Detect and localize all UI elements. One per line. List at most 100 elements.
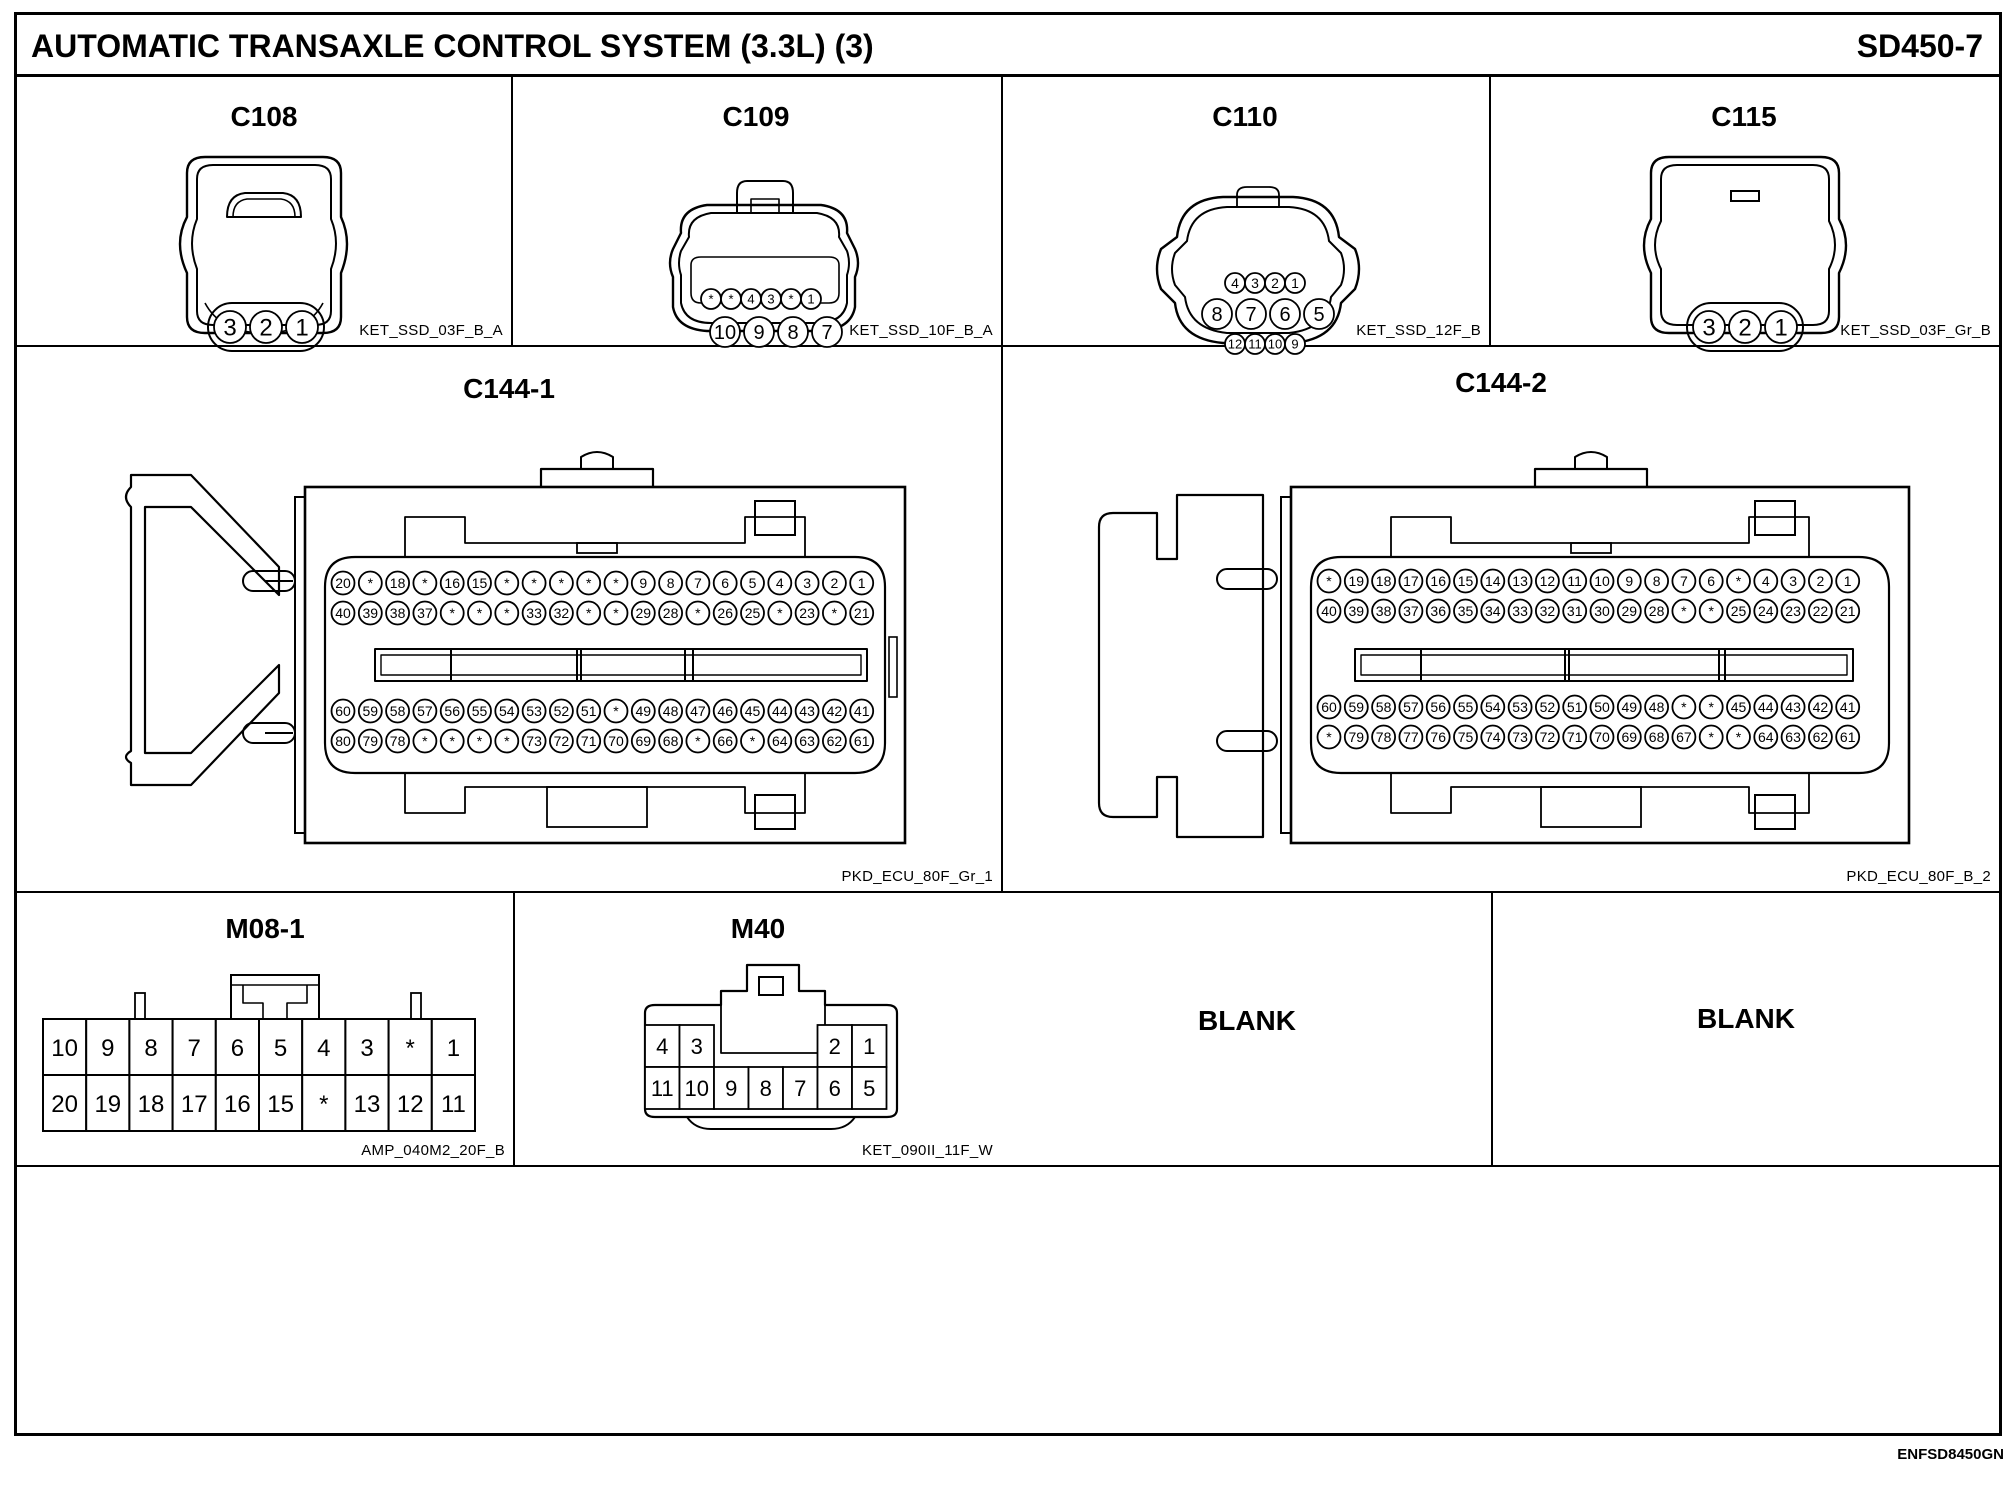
pin-label: 28 xyxy=(1649,603,1665,619)
housing-outline xyxy=(124,473,281,787)
pin-cavity xyxy=(1425,724,1451,750)
pin-cavity xyxy=(767,570,793,596)
pin-unused-mark: * xyxy=(406,1035,415,1062)
pin-cavity xyxy=(603,570,629,596)
pin-label: 11 xyxy=(441,1091,466,1118)
pin-label: 64 xyxy=(772,733,788,749)
sheet-code: SD450-7 xyxy=(1856,28,1983,64)
pin-label: 76 xyxy=(1430,729,1446,745)
pin-cavity xyxy=(1644,724,1669,750)
pin-cavity xyxy=(685,698,711,724)
key-housing xyxy=(230,974,320,1020)
pin-unused-mark: * xyxy=(422,733,428,749)
pin-label: 5 xyxy=(274,1035,287,1062)
pin-label: 9 xyxy=(1625,573,1633,589)
pin-cell xyxy=(214,1074,261,1132)
pin-label: 64 xyxy=(1758,729,1774,745)
latch-post xyxy=(410,992,422,1020)
pin-cavity xyxy=(385,570,411,596)
housing-outline xyxy=(374,648,868,682)
pin-label: 68 xyxy=(663,733,679,749)
pin-cavity xyxy=(658,600,683,626)
pin-cavity xyxy=(494,570,520,596)
pin-cell xyxy=(85,1018,131,1076)
pin-label: 31 xyxy=(1567,603,1583,619)
pin-block xyxy=(207,302,325,352)
pin-label: 48 xyxy=(1649,699,1665,715)
pin-label: 12 xyxy=(397,1091,424,1118)
pin-cavity xyxy=(1616,724,1642,750)
pin-cavity xyxy=(1398,724,1424,750)
housing-outline xyxy=(323,555,887,775)
key-slot xyxy=(1570,542,1612,554)
pin-cell xyxy=(301,1074,347,1132)
pin-label: 8 xyxy=(760,1076,772,1101)
pin-label: 15 xyxy=(267,1091,294,1118)
pin-unused-mark: * xyxy=(1708,699,1714,715)
pin-cavity xyxy=(1764,310,1798,344)
pin-cell xyxy=(387,1018,433,1076)
pin-cavity xyxy=(357,570,383,596)
pin-cavity xyxy=(1535,598,1560,624)
housing-outline xyxy=(1171,206,1345,334)
pin-label: 42 xyxy=(1813,699,1829,715)
pin-cavity xyxy=(1835,694,1861,720)
pin-label: 24 xyxy=(1758,603,1774,619)
lower-latch xyxy=(546,786,648,828)
housing-outline xyxy=(643,963,899,1119)
pin-cavity xyxy=(1343,694,1369,720)
pin-cell xyxy=(171,1074,217,1132)
pin-label: 17 xyxy=(181,1091,208,1118)
pin-cavity xyxy=(1507,724,1533,750)
pin-cavity xyxy=(1316,724,1342,750)
pin-cavity xyxy=(658,570,683,596)
pin-label: 38 xyxy=(390,605,406,621)
pin-cavity xyxy=(576,600,602,626)
housing-outline xyxy=(1390,773,1810,814)
pin-cavity xyxy=(1726,568,1751,594)
pin-label: 8 xyxy=(1653,573,1661,589)
pin-cavity xyxy=(439,570,465,596)
connector-part-code: PKD_ECU_80F_B_2 xyxy=(1846,868,1991,885)
pin-label: 61 xyxy=(854,733,870,749)
connector-part-code: PKD_ECU_80F_Gr_1 xyxy=(841,868,993,885)
pin-unused-mark: * xyxy=(708,292,713,307)
pin-cavity xyxy=(811,316,843,348)
pin-label: 45 xyxy=(1731,699,1747,715)
pin-cavity xyxy=(1316,598,1342,624)
connector-title: C115 xyxy=(1711,101,1777,132)
connector-part-code: KET_090II_11F_W xyxy=(862,1142,993,1159)
pin-label: 2 xyxy=(1271,275,1279,291)
pin-cavity xyxy=(1616,694,1642,720)
pin-cavity xyxy=(1589,598,1615,624)
pin-label: 25 xyxy=(745,605,761,621)
pin-label: 59 xyxy=(1349,699,1365,715)
pin-cavity xyxy=(1507,598,1533,624)
pin-label: 78 xyxy=(1376,729,1392,745)
pin-cavity xyxy=(1644,598,1669,624)
pin-cavity xyxy=(1780,694,1806,720)
housing-outline xyxy=(286,985,308,1019)
sheet-header: AUTOMATIC TRANSAXLE CONTROL SYSTEM (3.3L… xyxy=(17,15,1999,77)
pin-unused-mark: * xyxy=(788,292,793,307)
pin-label: 7 xyxy=(1245,304,1256,326)
pin-cavity xyxy=(1343,568,1369,594)
pin-cavity xyxy=(630,698,656,724)
lower-latch xyxy=(1540,786,1642,828)
pin-cavity xyxy=(767,728,793,754)
pin-label: 16 xyxy=(444,575,460,591)
pin-label: 29 xyxy=(636,605,652,621)
housing-outline xyxy=(668,203,860,333)
pin-label: 19 xyxy=(94,1091,121,1118)
pin-label: 33 xyxy=(1512,603,1528,619)
housing-outline xyxy=(1309,555,1891,775)
pin-label: 4 xyxy=(776,575,784,591)
panel-blank-1: BLANK xyxy=(1003,893,1491,1165)
housing-outline xyxy=(1097,493,1265,839)
diagram-sheet: AUTOMATIC TRANSAXLE CONTROL SYSTEM (3.3L… xyxy=(14,12,2002,1436)
pin-unused-mark: * xyxy=(695,733,701,749)
pin-cavity xyxy=(213,310,247,344)
